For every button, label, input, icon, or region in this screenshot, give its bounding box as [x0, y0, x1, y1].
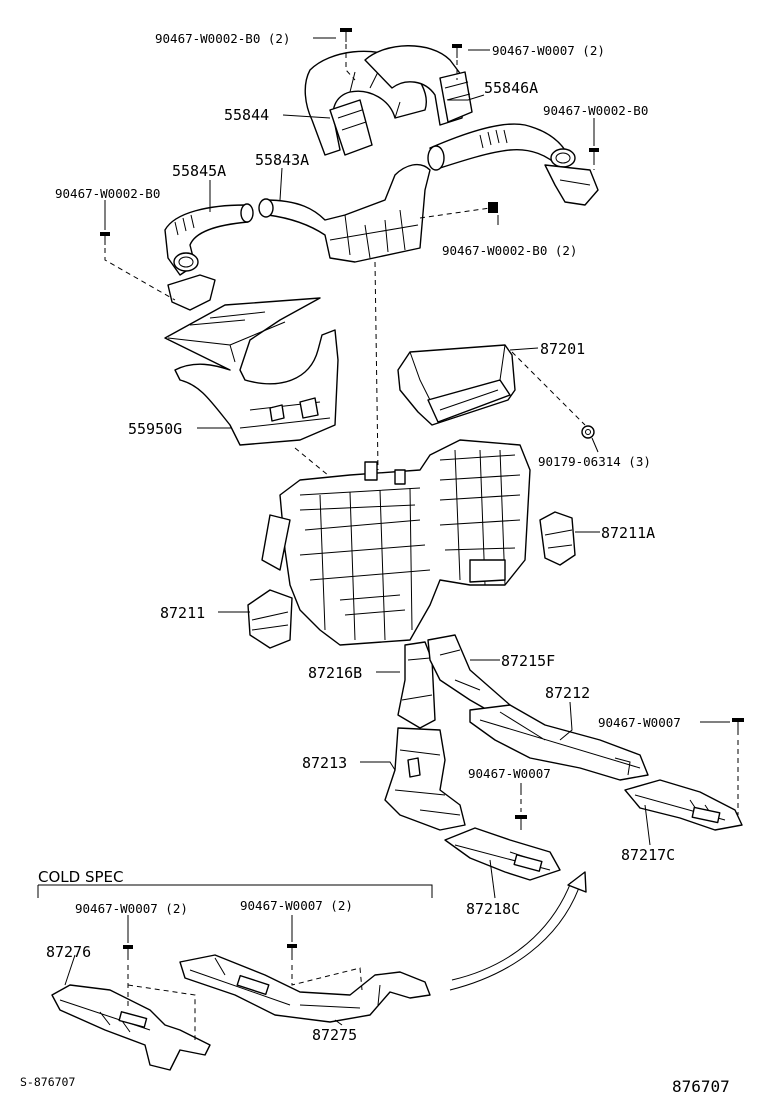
label-part-55845A: 55845A	[172, 162, 226, 180]
label-part-87215F: 87215F	[501, 652, 555, 670]
duct-87213	[384, 727, 466, 831]
label-bolt-90467-w0007-right: 90467-W0007	[598, 715, 681, 730]
label-bolt-90467-w0002-b0-top: 90467-W0002-B0 (2)	[155, 31, 290, 46]
clip-icon	[581, 425, 595, 439]
duct-87212	[469, 704, 649, 781]
label-part-87217C: 87217C	[621, 846, 675, 864]
duct-55950G	[164, 297, 339, 446]
label-part-55844: 55844	[224, 106, 269, 124]
label-bolt-90467-w0007-top: 90467-W0007 (2)	[492, 43, 605, 58]
label-part-87218C: 87218C	[466, 900, 520, 918]
duct-87276	[51, 984, 211, 1071]
label-part-87211A: 87211A	[601, 524, 655, 542]
duct-87211	[247, 589, 293, 649]
label-part-87211: 87211	[160, 604, 205, 622]
label-bolt-90467-w0002-b0-right: 90467-W0002-B0	[543, 103, 648, 118]
label-part-87216B: 87216B	[308, 664, 362, 682]
label-part-55846A: 55846A	[484, 79, 538, 97]
duct-87216B	[397, 641, 436, 729]
label-cold-spec: COLD SPEC	[38, 868, 123, 886]
duct-87218C	[444, 827, 561, 881]
curved-arrow-icon	[449, 871, 587, 991]
label-bolt-90467-w0002-b0-left: 90467-W0002-B0	[55, 186, 160, 201]
bolt-icon	[488, 202, 498, 213]
label-part-55843A: 55843A	[255, 151, 309, 169]
bolt-icon	[123, 945, 133, 960]
heater-unit-assembly	[261, 439, 531, 646]
duct-87275	[179, 954, 431, 1023]
duct-87211A	[539, 511, 576, 566]
sheet-id: S-876707	[20, 1075, 75, 1089]
label-part-55950G: 55950G	[128, 420, 182, 438]
label-cold-bolt-right: 90467-W0007 (2)	[240, 898, 353, 913]
label-part-87276: 87276	[46, 943, 91, 961]
bolt-icon	[452, 44, 462, 58]
duct-87217C	[624, 779, 743, 831]
bolt-icon	[589, 148, 599, 160]
duct-55843A	[258, 163, 431, 263]
bolt-icon	[732, 718, 744, 735]
label-bolt-90467-w0007-center: 90467-W0007	[468, 766, 551, 781]
label-clip-90179-06314: 90179-06314 (3)	[538, 454, 651, 469]
bolt-icon	[340, 28, 352, 42]
label-bolt-90467-w0002-b0-mid: 90467-W0002-B0 (2)	[442, 243, 577, 258]
label-cold-bolt-left: 90467-W0007 (2)	[75, 901, 188, 916]
duct-55845A	[164, 203, 254, 311]
duct-55846A	[427, 123, 599, 206]
label-part-87201: 87201	[540, 340, 585, 358]
bolt-icon	[100, 232, 110, 245]
bolt-icon	[515, 815, 527, 830]
bolt-icon	[287, 944, 297, 960]
label-part-87275: 87275	[312, 1026, 357, 1044]
label-part-87212: 87212	[545, 684, 590, 702]
figure-number: 876707	[672, 1077, 730, 1096]
duct-87201	[397, 344, 516, 426]
label-part-87213: 87213	[302, 754, 347, 772]
